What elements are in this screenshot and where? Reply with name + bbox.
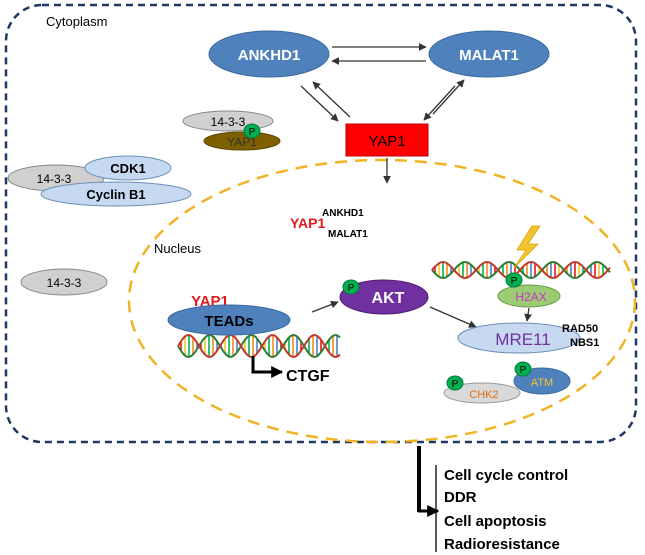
yap1-nuclear-label: YAP1 [290,215,326,231]
arrow-malat1-to-yap1 [423,85,456,121]
ankhd1-label: ANKHD1 [238,47,301,64]
complex-1433-c-label: 14-3-3 [47,276,82,290]
malat1-node [428,30,550,78]
dna-ctgf-strand-2 [177,333,341,359]
atm-label: ATM [531,377,553,389]
cdk1-node [84,155,172,181]
phospho-chk2 [446,375,464,391]
complex-1433-c-node [20,268,108,296]
yap1-box-label: YAP1 [368,133,405,150]
teads-node [167,304,291,336]
ankhd1-node [208,30,330,78]
nbs1-label: NBS1 [570,337,599,349]
dna-damage-strand-1 [431,261,611,279]
lightning-icon [513,225,541,269]
chk2-label: CHK2 [469,389,498,401]
outcome-1: Cell cycle control [444,467,568,484]
nucleus-label: Nucleus [154,241,201,256]
phospho-akt [342,279,360,295]
yap1-bound-node [203,131,281,151]
chk2-node [443,382,521,404]
phospho-yap1-bound-label: P [249,127,256,138]
cytoplasm-boundary [4,3,638,444]
dna-helix-ctgf [177,333,341,359]
dna-helix-damage [431,261,611,279]
outcome-2: DDR [444,489,477,506]
cyclin-b1-label: Cyclin B1 [86,187,145,202]
yap1-box [345,123,429,157]
arrow-akt-to-mre11 [429,306,477,328]
outcome-3: Cell apoptosis [444,513,547,530]
arrow-h2ax-to-mre11 [524,307,532,322]
rad50-label: RAD50 [562,323,598,335]
complex-1433-b-label: 14-3-3 [37,172,72,186]
mre11-node [457,322,581,354]
nucleus-boundary [127,158,637,444]
phospho-akt-label: P [348,283,355,294]
h2ax-node [497,284,561,308]
malat1-label: MALAT1 [459,47,519,64]
complex-1433-a-label: 14-3-3 [211,115,246,129]
dna-damage-strand-2 [431,261,611,279]
cdk1-label: CDK1 [110,161,145,176]
h2ax-label: H2AX [515,290,546,304]
yap1-bound-label: YAP1 [227,135,257,149]
ctgf-label: CTGF [286,368,330,385]
ankhd1-nuclear-label: ANKHD1 [322,208,364,219]
phospho-h2ax-label: P [511,276,518,287]
cytoplasm-label: Cytoplasm [46,14,107,29]
dna-ctgf-strand-1 [177,333,341,359]
teads-label: TEADs [204,313,253,330]
arrow-yap1-to-ankhd1 [312,81,351,118]
ctgf-promoter-arrow [251,356,284,378]
akt-node [339,279,429,315]
outcome-4: Radioresistance [444,536,560,553]
phospho-h2ax [505,272,523,288]
arrow-yap1-to-malat1 [432,79,465,115]
mre11-label: MRE11 [495,330,550,349]
phospho-chk2-label: P [452,379,459,390]
phospho-atm-label: P [520,365,527,376]
arrow-teads-to-akt [311,300,339,313]
arrow-ankhd1-to-yap1 [300,85,339,122]
akt-label: AKT [372,290,405,307]
phospho-atm [514,361,532,377]
cyclin-b1-node [40,181,192,207]
phospho-yap1-bound [243,123,261,139]
malat1-nuclear-label: MALAT1 [328,229,368,240]
